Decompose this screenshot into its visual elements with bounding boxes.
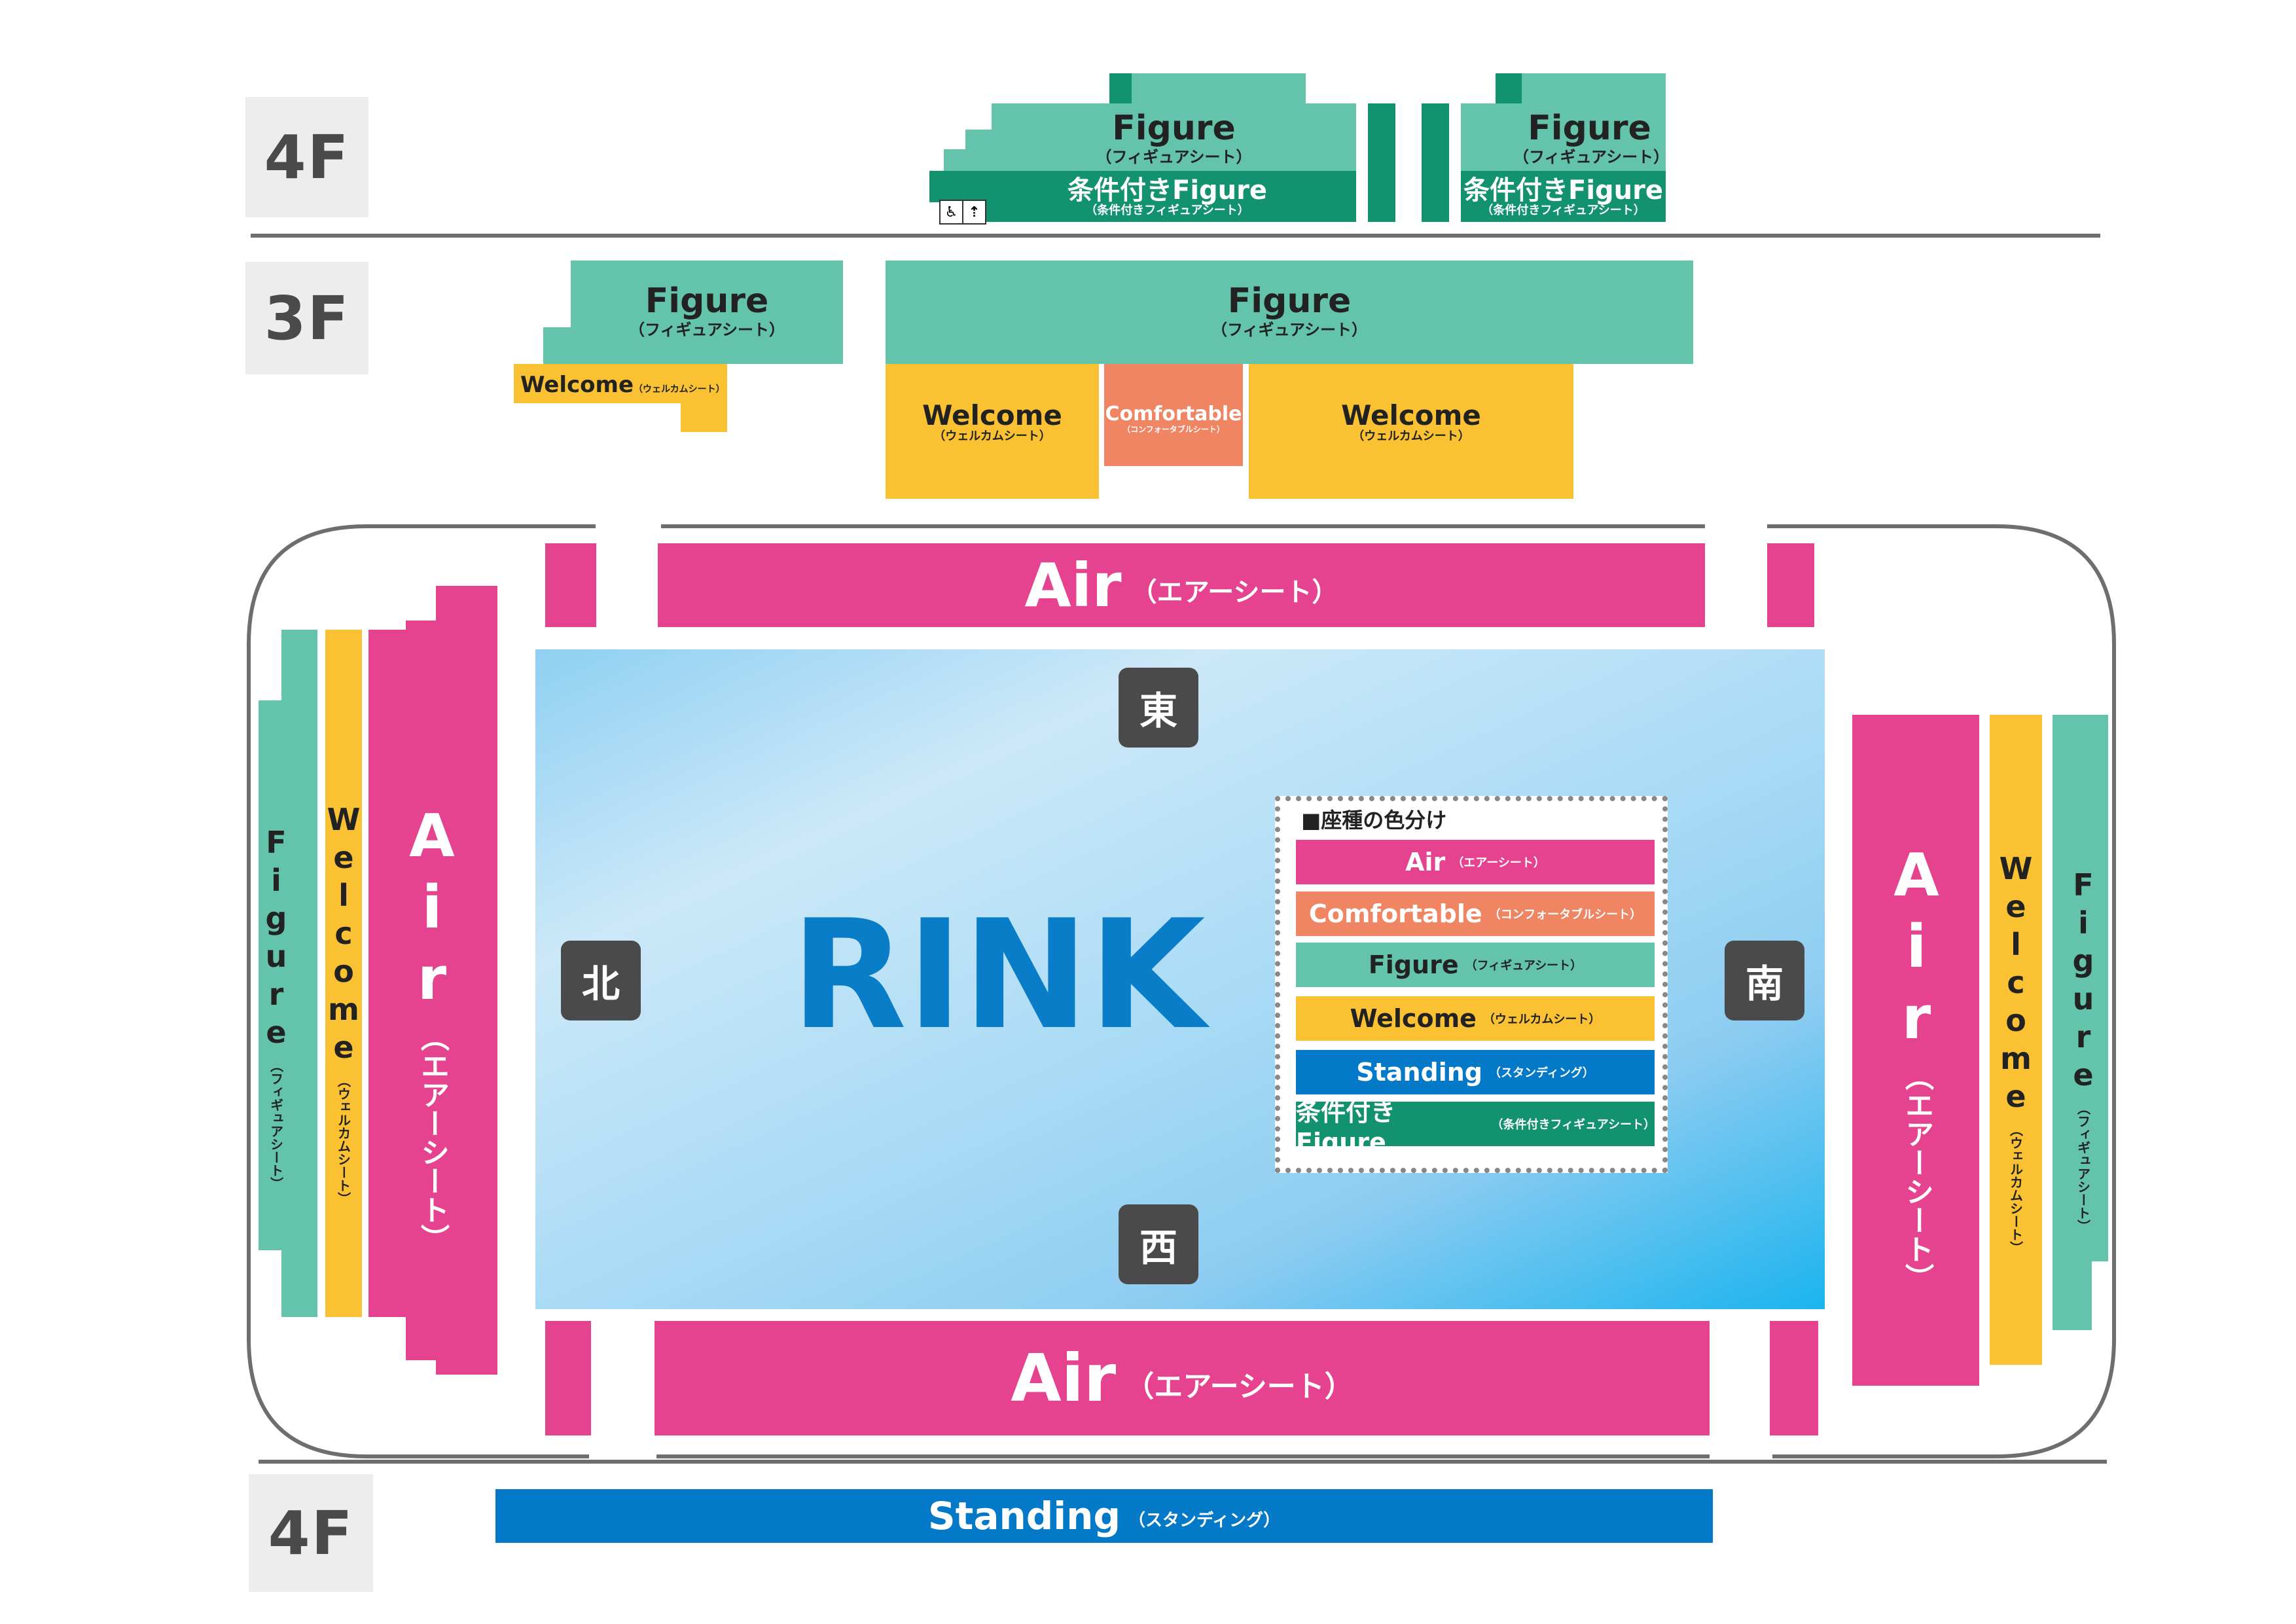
floor-label-4f-bottom: 4F — [249, 1474, 373, 1592]
air-south-corner-right[interactable] — [1770, 1321, 1818, 1435]
legend-item-air: Air（エアーシート） — [1296, 840, 1655, 884]
left-welcome-sub: （ウェルカムシート） — [335, 1074, 351, 1205]
3f-center-figure-sub: （フィギュアシート） — [1211, 321, 1368, 339]
4f-right-cond-label: 条件付きFigure — [1463, 175, 1663, 206]
3f-left-welcome-label: Welcome — [520, 372, 634, 398]
direction-east: 東 — [1119, 668, 1198, 748]
4f-center-cond-sub: （条件付きフィギュアシート） — [1085, 204, 1249, 217]
air-top-label: Air — [1024, 550, 1122, 621]
left-figure-label: Figure — [259, 825, 294, 1053]
left-air-label: Air — [397, 802, 467, 1016]
air-top-block[interactable] — [658, 543, 1705, 627]
legend-item-welcome: Welcome（ウェルカムシート） — [1296, 996, 1655, 1041]
3f-welcome-right-label: Welcome — [1341, 399, 1481, 431]
right-welcome-block[interactable] — [1990, 715, 2042, 1365]
legend-title: ■座種の色分け — [1301, 808, 1447, 833]
left-figure-sub: （フィギュアシート） — [268, 1059, 284, 1190]
accessibility-box: ♿ ⇡ — [939, 200, 986, 225]
floor-label-3f: 3F — [245, 262, 368, 374]
right-air-sub: （エアーシート） — [1900, 1062, 1933, 1292]
3f-welcome-left-sub: （ウェルカムシート） — [933, 429, 1051, 443]
standing-block[interactable] — [495, 1489, 1713, 1543]
legend-item-conditional-figure: 条件付きFigure（条件付きフィギュアシート） — [1296, 1097, 1656, 1157]
legend-item-comfortable: Comfortable（コンフォータブルシート） — [1296, 892, 1655, 936]
3f-center-figure-label: Figure — [1227, 281, 1352, 321]
left-welcome-block[interactable] — [325, 630, 362, 1317]
direction-west: 西 — [1119, 1204, 1198, 1284]
4f-right-figure-label: Figure — [1528, 109, 1651, 148]
4f-center-cond-label: 条件付きFigure — [1067, 175, 1267, 206]
air-bottom-block[interactable] — [655, 1321, 1710, 1435]
3f-left-figure-label: Figure — [645, 281, 769, 321]
wheelchair-icon: ♿ — [941, 201, 963, 223]
3f-welcome-right-sub: （ウェルカムシート） — [1352, 429, 1470, 443]
3f-welcome-left-label: Welcome — [922, 399, 1062, 431]
floor-divider-top — [251, 234, 2100, 238]
3f-comfortable-label: Comfortable — [1105, 403, 1242, 425]
right-air-label: Air — [1882, 841, 1951, 1055]
4f-center-figure-sub: （フィギュアシート） — [1096, 148, 1252, 166]
3f-left-figure-sub: （フィギュアシート） — [628, 321, 785, 339]
3f-left-welcome-sub: （ウェルカムシート） — [634, 384, 725, 395]
air-north-corner-right[interactable] — [1767, 543, 1814, 627]
3f-comfortable-sub: （コンフォータブルシート） — [1122, 425, 1225, 434]
4f-conditional-pillar-1[interactable] — [1368, 103, 1395, 222]
air-south-corner-left[interactable] — [545, 1321, 591, 1435]
4f-right-figure-sub: （フィギュアシート） — [1513, 148, 1670, 166]
legend-item-figure: Figure（フィギュアシート） — [1296, 943, 1655, 987]
direction-south: 南 — [1725, 941, 1804, 1020]
floor-divider-bottom — [259, 1460, 2107, 1464]
left-welcome-label: Welcome — [326, 802, 361, 1068]
right-welcome-sub: （ウェルカムシート） — [2007, 1123, 2024, 1254]
air-bottom-sub: （エアーシート） — [1125, 1369, 1354, 1403]
legend-item-standing: Standing（スタンディング） — [1296, 1050, 1655, 1094]
rink-label: RINK — [791, 888, 1206, 1063]
right-figure-sub: （フィギュアシート） — [2075, 1102, 2091, 1233]
standing-sub: （スタンディング） — [1128, 1510, 1281, 1530]
4f-right-cond-sub: （条件付きフィギュアシート） — [1481, 204, 1645, 217]
standing-label: Standing — [927, 1494, 1121, 1538]
direction-north: 北 — [561, 941, 641, 1020]
right-air-block[interactable] — [1852, 715, 1979, 1386]
air-bottom-label: Air — [1011, 1340, 1117, 1416]
floor-label-4f-top: 4F — [245, 97, 368, 217]
air-north-corner-left[interactable] — [545, 543, 596, 627]
air-top-sub: （エアーシート） — [1130, 577, 1338, 607]
companion-icon: ⇡ — [968, 204, 980, 221]
4f-conditional-pillar-2[interactable] — [1422, 103, 1449, 222]
4f-center-figure-label: Figure — [1112, 109, 1236, 148]
right-figure-label: Figure — [2066, 867, 2101, 1095]
left-air-sub: （エアーシート） — [416, 1022, 449, 1253]
right-welcome-label: Welcome — [1998, 851, 2034, 1117]
